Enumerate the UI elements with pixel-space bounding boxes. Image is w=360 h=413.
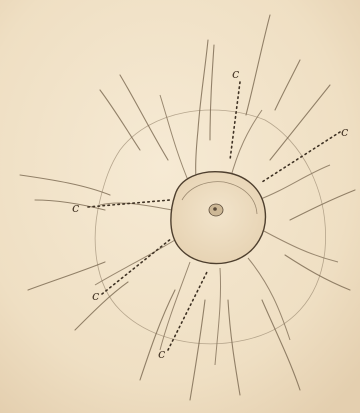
label-c-right: c — [341, 125, 349, 140]
central-body — [171, 172, 266, 264]
label-c-lower-left: c — [92, 289, 100, 304]
label-c-left: c — [72, 201, 80, 216]
label-c-bottom: c — [158, 347, 166, 362]
nucleus — [209, 204, 223, 216]
label-c-top: c — [232, 67, 240, 82]
